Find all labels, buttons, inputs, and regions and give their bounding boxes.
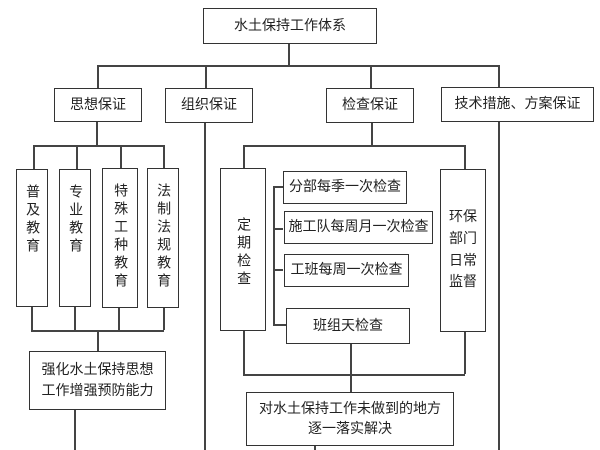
connector <box>498 65 500 89</box>
root-node: 水土保持工作体系 <box>203 8 377 44</box>
inspection-item-label: 工班每周一次检查 <box>290 262 403 279</box>
inspection-item: 工班每周一次检查 <box>284 254 409 287</box>
branch-label: 技术措施、方案保证 <box>454 96 581 113</box>
connector <box>243 145 465 147</box>
connector <box>243 374 465 376</box>
connector <box>96 122 98 145</box>
inspection-item: 班组天检查 <box>286 308 410 344</box>
edu-label: 法制法规教育 <box>155 183 172 291</box>
branch-label: 组织保证 <box>181 97 237 114</box>
inspection-item-label: 班组天检查 <box>313 317 383 334</box>
connector <box>243 145 245 169</box>
connector <box>464 332 466 374</box>
inspection-item-label: 分部每季一次检查 <box>289 179 401 196</box>
connector <box>370 65 372 89</box>
connector <box>31 307 33 330</box>
connector <box>273 186 275 324</box>
connector <box>273 269 283 271</box>
edu-special-trade: 特殊工种教育 <box>102 168 138 308</box>
connector <box>314 446 316 450</box>
connector <box>97 330 99 351</box>
edu-label: 专业教育 <box>67 184 84 256</box>
connector <box>273 186 283 188</box>
connector <box>163 308 165 330</box>
branch-label: 检查保证 <box>342 97 398 114</box>
connector <box>163 145 165 168</box>
inspection-result-label: 对水土保持工作未做到的地方逐一落实解决 <box>259 400 441 437</box>
inspection-item-label: 施工队每周月一次检查 <box>288 219 429 236</box>
connector <box>74 307 76 330</box>
branch-ideology: 思想保证 <box>54 88 142 122</box>
edu-legal: 法制法规教育 <box>147 168 179 308</box>
connector <box>204 123 206 450</box>
connector <box>371 123 373 145</box>
connector <box>76 145 78 169</box>
env-dept-supervision: 环保部门日常监督 <box>440 169 486 332</box>
inspection-item: 分部每季一次检查 <box>283 171 407 204</box>
root-label: 水土保持工作体系 <box>234 17 346 34</box>
connector <box>350 344 352 392</box>
connector <box>33 145 35 169</box>
edu-label: 特殊工种教育 <box>112 183 129 291</box>
connector <box>243 331 245 374</box>
periodic-inspection: 定期检查 <box>220 168 266 331</box>
branch-label: 思想保证 <box>70 96 126 113</box>
connector <box>118 308 120 330</box>
connector <box>498 122 500 450</box>
connector <box>120 145 122 168</box>
branch-inspection: 检查保证 <box>326 88 414 123</box>
edu-label: 普及教育 <box>24 184 41 256</box>
branch-technical: 技术措施、方案保证 <box>441 87 594 122</box>
connector <box>273 228 283 230</box>
connector <box>288 44 290 65</box>
edu-result: 强化水土保持思想工作增强预防能力 <box>29 351 166 410</box>
connector <box>205 65 207 88</box>
connector <box>33 145 164 147</box>
periodic-label: 定期检查 <box>235 217 252 289</box>
connector <box>74 410 76 450</box>
edu-general: 普及教育 <box>16 169 48 307</box>
connector <box>97 65 99 88</box>
env-dept-label: 环保部门日常监督 <box>449 209 477 291</box>
inspection-result: 对水土保持工作未做到的地方逐一落实解决 <box>246 392 454 446</box>
inspection-item: 施工队每周月一次检查 <box>284 211 433 244</box>
branch-organization: 组织保证 <box>165 88 253 123</box>
edu-result-label: 强化水土保持思想工作增强预防能力 <box>41 362 154 399</box>
edu-professional: 专业教育 <box>59 169 91 307</box>
connector <box>97 65 499 67</box>
connector <box>464 145 466 170</box>
connector <box>273 324 286 326</box>
